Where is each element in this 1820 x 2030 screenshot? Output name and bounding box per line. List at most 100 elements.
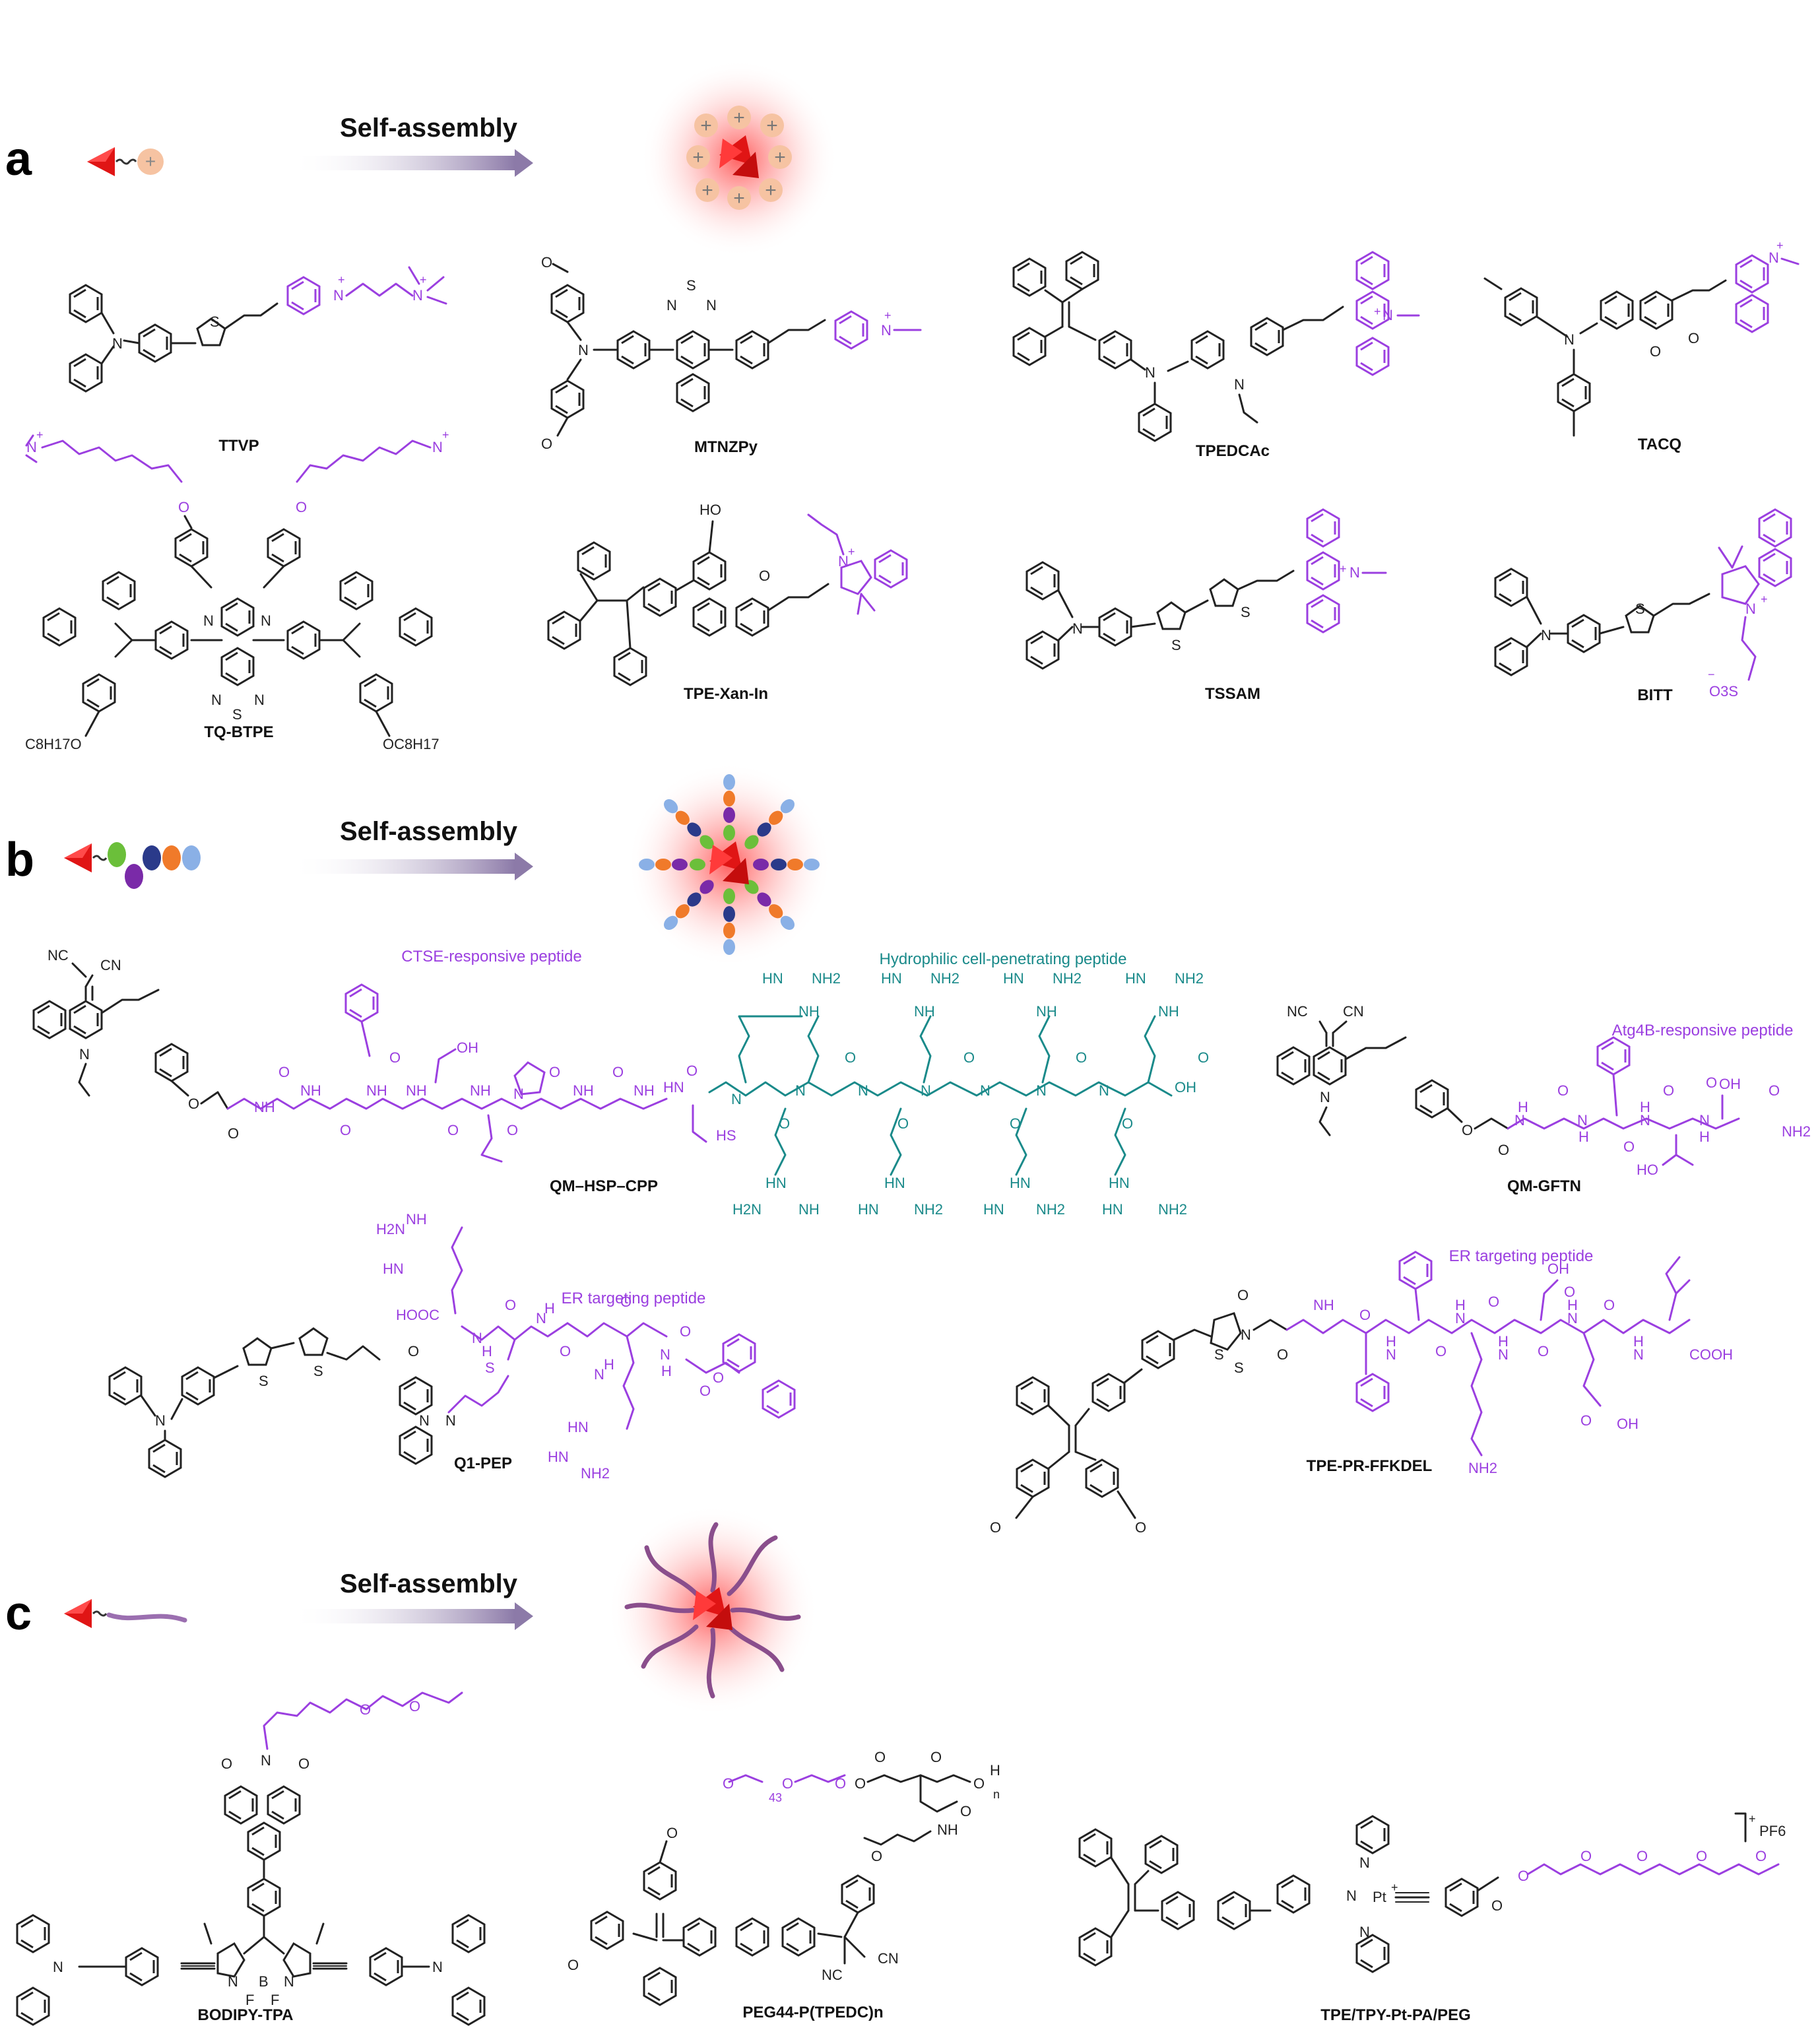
- svg-text:H: H: [990, 1762, 1000, 1779]
- svg-text:HO: HO: [699, 502, 721, 518]
- svg-text:N: N: [1241, 1326, 1251, 1343]
- svg-text:+: +: [848, 545, 855, 558]
- svg-text:N: N: [472, 1330, 482, 1346]
- svg-text:N: N: [1320, 1089, 1330, 1105]
- svg-text:HN: HN: [1125, 970, 1146, 987]
- svg-text:O: O: [1604, 1297, 1615, 1313]
- panel-letter-b: b: [5, 834, 34, 886]
- svg-text:O: O: [1637, 1848, 1648, 1864]
- molecule-bitt: N S N + O3S −: [1494, 508, 1792, 700]
- svg-text:O: O: [340, 1122, 351, 1138]
- svg-text:N: N: [419, 1412, 430, 1429]
- svg-text:O: O: [699, 1383, 711, 1399]
- svg-text:NH: NH: [470, 1082, 491, 1099]
- svg-text:N: N: [536, 1310, 546, 1326]
- segment-label-ctse: CTSE-responsive peptide: [401, 948, 582, 966]
- molecule-tpe-tpy-pt: N N N Pt + O O O O O O + PF6: [1078, 1812, 1786, 1973]
- svg-text:H: H: [544, 1300, 555, 1317]
- svg-text:OC8H17: OC8H17: [383, 736, 439, 752]
- svg-text:O: O: [963, 1049, 975, 1066]
- svg-text:N: N: [432, 439, 443, 455]
- svg-text:N: N: [858, 1082, 868, 1099]
- svg-text:O: O: [1518, 1868, 1529, 1884]
- svg-text:O: O: [845, 1049, 856, 1066]
- svg-text:+: +: [692, 147, 704, 168]
- svg-text:N: N: [1234, 376, 1245, 393]
- svg-text:N: N: [838, 553, 849, 570]
- svg-text:HN: HN: [983, 1201, 1004, 1218]
- svg-text:O: O: [713, 1369, 724, 1386]
- svg-text:H: H: [1567, 1297, 1578, 1313]
- svg-text:HN: HN: [765, 1175, 787, 1191]
- svg-text:N: N: [513, 1086, 524, 1102]
- svg-text:O: O: [1277, 1346, 1288, 1363]
- svg-text:O: O: [1237, 1287, 1249, 1303]
- svg-text:NH2: NH2: [1036, 1201, 1065, 1218]
- self-assembly-label-a: Self-assembly: [340, 114, 518, 143]
- svg-text:HN: HN: [881, 970, 902, 987]
- compound-name-mtnzpy: MTNZPy: [694, 438, 758, 456]
- svg-text:O: O: [560, 1343, 571, 1359]
- svg-text:S: S: [686, 277, 696, 294]
- aie-monomer-polymer-icon: [64, 1599, 187, 1628]
- svg-text:O: O: [1135, 1519, 1146, 1536]
- svg-text:N: N: [1386, 1346, 1396, 1363]
- svg-text:N: N: [79, 1046, 90, 1063]
- molecule-mtnzpy: O N O S N N N +: [541, 254, 922, 452]
- svg-text:O: O: [188, 1096, 199, 1112]
- compound-name-qm-hsp-cpp: QM–HSP–CPP: [549, 1177, 659, 1195]
- svg-text:HN: HN: [884, 1175, 905, 1191]
- svg-text:F: F: [245, 1992, 254, 2008]
- svg-text:N: N: [1455, 1310, 1466, 1326]
- svg-text:O: O: [1688, 330, 1699, 346]
- svg-text:CN: CN: [1343, 1003, 1364, 1020]
- svg-text:N: N: [1072, 620, 1083, 637]
- svg-text:+: +: [1340, 562, 1347, 575]
- svg-text:N: N: [261, 1752, 271, 1769]
- svg-text:43: 43: [769, 1791, 782, 1804]
- svg-text:PF6: PF6: [1759, 1823, 1786, 1839]
- compound-name-bodipy-tpa: BODIPY-TPA: [197, 2006, 294, 2024]
- svg-text:H2N: H2N: [732, 1201, 762, 1218]
- svg-text:n: n: [993, 1788, 1000, 1801]
- self-assembly-label-c: Self-assembly: [340, 1569, 518, 1598]
- svg-text:NH: NH: [300, 1082, 321, 1099]
- svg-text:+: +: [1761, 593, 1768, 606]
- svg-text:+: +: [442, 428, 449, 442]
- panel-c-header: [64, 1505, 818, 1716]
- svg-text:N: N: [1382, 307, 1393, 323]
- compound-name-tssam: TSSAM: [1205, 685, 1260, 703]
- svg-text:N: N: [1633, 1346, 1644, 1363]
- svg-text:H: H: [661, 1363, 672, 1379]
- svg-text:N: N: [578, 342, 589, 358]
- svg-text:+: +: [701, 180, 713, 201]
- cationic-nanoparticle-icon: + + + + + + + +: [640, 59, 838, 257]
- svg-text:N: N: [1099, 1082, 1109, 1099]
- svg-text:N: N: [254, 692, 265, 708]
- svg-text:N: N: [1769, 249, 1779, 266]
- self-assembly-arrow-a: [290, 149, 533, 177]
- molecule-tpedcac: N N N +: [1012, 251, 1420, 442]
- svg-text:O: O: [1769, 1082, 1780, 1099]
- svg-text:COOH: COOH: [1689, 1346, 1733, 1363]
- svg-text:O: O: [221, 1755, 232, 1772]
- svg-text:O3S: O3S: [1709, 683, 1738, 700]
- polymer-micelle-icon: [607, 1505, 818, 1716]
- molecule-tssam: N S S N +: [1025, 508, 1387, 670]
- svg-text:NH: NH: [937, 1821, 958, 1838]
- svg-text:O: O: [1663, 1082, 1674, 1099]
- svg-text:S: S: [1171, 637, 1181, 653]
- svg-text:N: N: [1346, 1887, 1357, 1904]
- svg-text:+: +: [1374, 305, 1381, 318]
- svg-text:O: O: [409, 1698, 420, 1715]
- svg-text:O: O: [1580, 1412, 1592, 1429]
- svg-text:O: O: [990, 1519, 1001, 1536]
- molecule-tq-btpe: N + O N + O N N N N S C8H17O: [25, 428, 449, 752]
- svg-text:OH: OH: [1719, 1076, 1741, 1092]
- svg-text:NC: NC: [48, 947, 69, 964]
- svg-text:S: S: [1214, 1346, 1224, 1363]
- compound-name-tpe-xan-in: TPE-Xan-In: [683, 685, 769, 703]
- svg-text:N: N: [155, 1412, 166, 1429]
- svg-text:HO: HO: [1637, 1162, 1658, 1178]
- svg-text:N: N: [921, 1082, 931, 1099]
